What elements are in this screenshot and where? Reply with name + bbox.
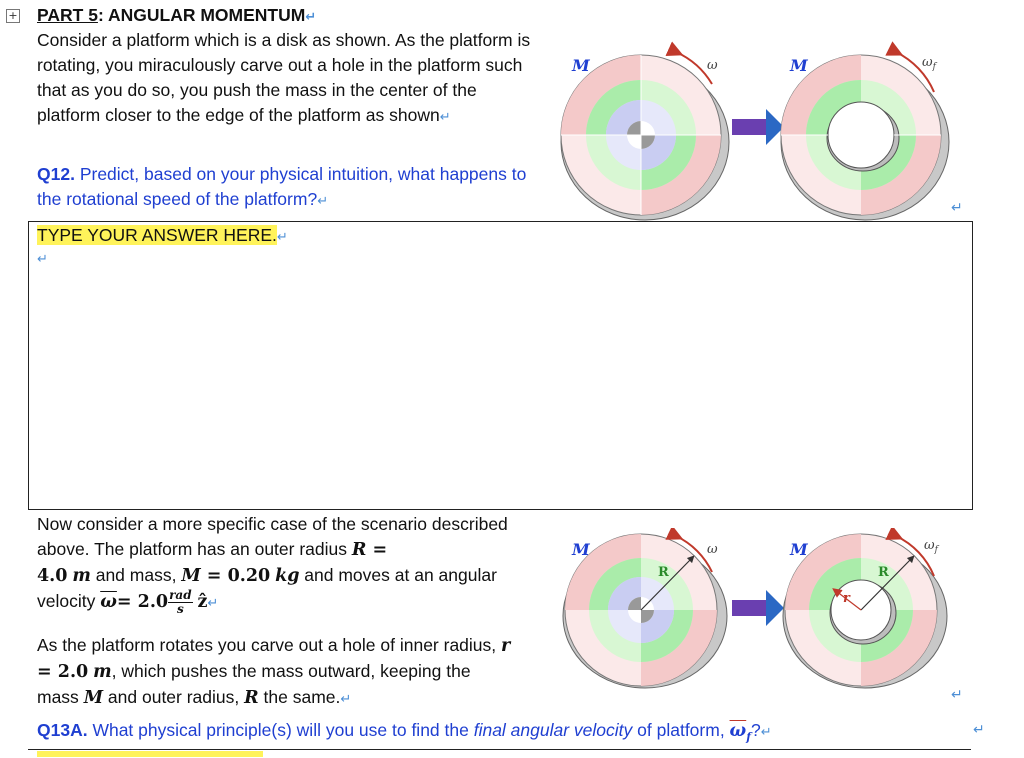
- omega-label-initial: ω: [707, 58, 718, 73]
- R-symbol: R: [244, 688, 259, 708]
- q12-label: Q12.: [37, 164, 75, 184]
- omega-final-label: ωf: [924, 538, 940, 555]
- omega-final-label: ωf: [922, 55, 938, 72]
- answer-placeholder[interactable]: TYPE YOUR ANSWER HERE.↵: [37, 223, 288, 250]
- kg-unit: kg: [275, 566, 300, 586]
- return-mark-icon: ↵: [305, 10, 317, 25]
- R-symbol: R: [351, 540, 367, 560]
- answer-box-q12[interactable]: [28, 221, 973, 510]
- omega-vector-symbol: ω: [100, 592, 117, 613]
- meter-unit: m: [93, 662, 112, 682]
- scenario-text-b: and mass,: [90, 565, 182, 585]
- rotation-diagram-bottom: M R ω M R r ωf: [562, 528, 948, 689]
- z-hat: ẑ: [197, 592, 208, 613]
- equals: =: [37, 662, 58, 682]
- answer-placeholder-text: TYPE YOUR ANSWER HERE.: [37, 225, 277, 245]
- return-mark-icon: ↵: [317, 194, 329, 209]
- M-symbol: M: [83, 688, 104, 708]
- omega-final-sub: f: [746, 730, 751, 744]
- return-mark-icon: ↵: [340, 692, 352, 707]
- mass-label-initial: M: [571, 540, 591, 559]
- final-disk: [780, 54, 950, 221]
- q13a-text-b: of platform,: [632, 720, 730, 740]
- scenario-text-c: and moves at an angular velocity: [37, 565, 497, 612]
- return-mark-icon: ↵: [951, 200, 963, 216]
- transition-arrow-icon: [732, 590, 784, 626]
- final-disk-specific: [782, 533, 948, 689]
- intro-paragraph: Consider a platform which is a disk as s…: [37, 28, 537, 130]
- q13a-italic: final angular velocity: [473, 720, 633, 740]
- q13a-label: Q13A.: [37, 720, 88, 740]
- transition-arrow-icon: [732, 109, 784, 145]
- r-symbol: r: [501, 636, 511, 656]
- hole-paragraph: As the platform rotates you carve out a …: [37, 633, 517, 712]
- omega-final-symbol: ω: [729, 721, 747, 741]
- inner-radius-r-label: r: [843, 591, 851, 606]
- q13a-text-c: ?: [750, 720, 761, 740]
- hole-text-b: , which pushes the mass outward, keeping…: [37, 661, 471, 707]
- intro-text: Consider a platform which is a disk as s…: [37, 30, 531, 125]
- unit-denominator: s: [176, 602, 184, 616]
- part-heading: : ANGULAR MOMENTUM: [97, 5, 306, 25]
- initial-disk: [560, 54, 730, 221]
- rotation-arrow-icon: [665, 528, 713, 573]
- part-title: PART 5: ANGULAR MOMENTUM↵: [37, 3, 316, 30]
- return-mark-icon: ↵: [951, 687, 963, 703]
- mass-label-initial: M: [571, 56, 591, 75]
- return-mark-icon: ↵: [207, 596, 219, 612]
- scenario-text-a: Now consider a more specific case of the…: [37, 514, 508, 559]
- return-mark-icon: ↵: [276, 230, 288, 245]
- initial-disk-specific: [562, 533, 728, 689]
- R-value: 4.0: [37, 566, 68, 586]
- omega-value: = 2.0: [116, 592, 169, 613]
- question-q13a: Q13A. What physical principle(s) will yo…: [37, 718, 772, 750]
- rotation-arrow-final-icon: [885, 41, 935, 93]
- question-q12: Q12. Predict, based on your physical int…: [37, 162, 537, 214]
- return-mark-icon: ↵: [37, 252, 48, 267]
- return-mark-icon: ↵: [760, 725, 772, 740]
- answer-box-q13a[interactable]: [28, 749, 971, 758]
- mass-label-final: M: [789, 56, 809, 75]
- rotation-arrow-icon: [665, 41, 713, 85]
- answer-placeholder-q13a[interactable]: [37, 751, 263, 757]
- mass-label-final: M: [789, 540, 809, 559]
- M-value: 0.20: [227, 566, 271, 586]
- table-move-handle-icon[interactable]: +: [6, 9, 20, 23]
- q12-text: Predict, based on your physical intuitio…: [37, 164, 527, 209]
- return-mark-icon: ↵: [439, 110, 451, 125]
- radius-R-final-label: R: [878, 565, 889, 580]
- meter-unit: m: [72, 566, 91, 586]
- M-symbol: M: [181, 566, 201, 586]
- equals: =: [200, 566, 228, 586]
- rotation-arrow-final-icon: [885, 528, 935, 577]
- omega-label-initial: ω: [707, 542, 718, 557]
- return-mark-icon: ↵: [973, 722, 985, 738]
- hole-text-c: and outer radius,: [103, 687, 245, 707]
- equals: =: [366, 540, 388, 560]
- scenario-paragraph: Now consider a more specific case of the…: [37, 512, 517, 616]
- radius-R-label: R: [658, 565, 669, 580]
- r-value: 2.0: [57, 662, 89, 682]
- hole-text-a: As the platform rotates you carve out a …: [37, 635, 501, 655]
- q13a-text-a: What physical principle(s) will you use …: [87, 720, 474, 740]
- rotation-diagram-top: M ω M ωf: [560, 41, 950, 221]
- hole-text-d: the same.: [258, 687, 341, 707]
- unit-numerator: rad: [168, 588, 193, 603]
- part-number: PART 5: [37, 5, 98, 25]
